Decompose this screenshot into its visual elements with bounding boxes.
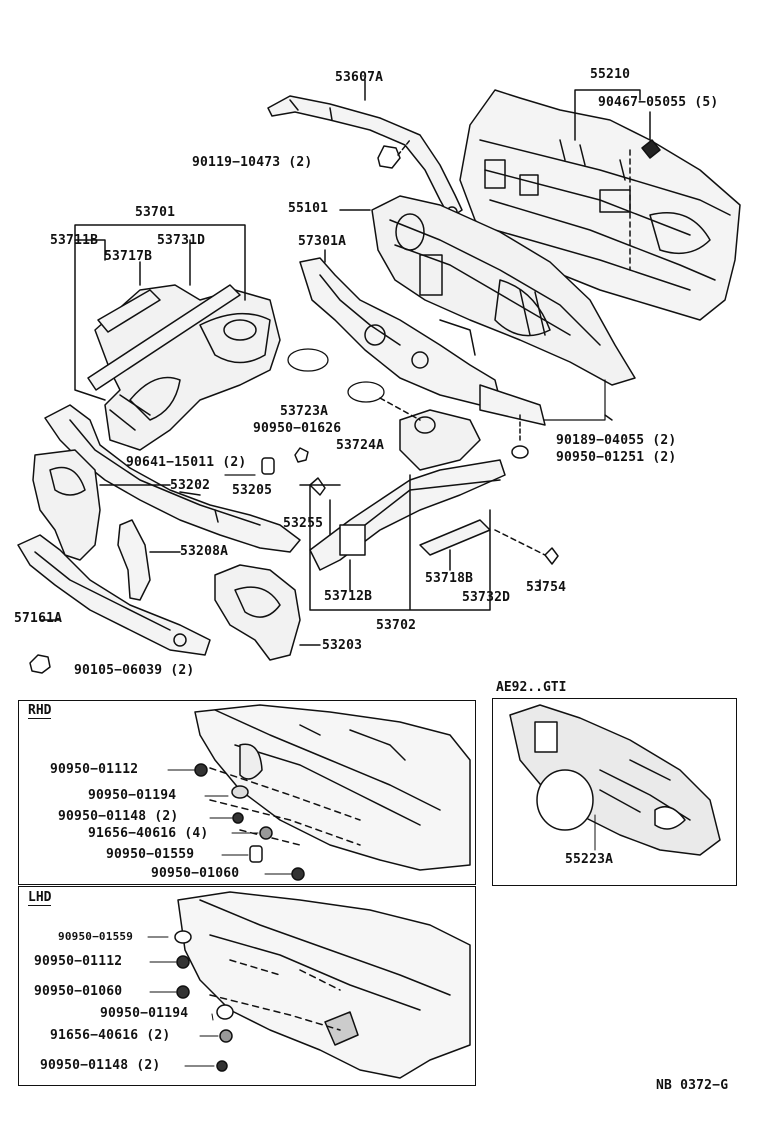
lhd-floor-shape xyxy=(177,891,471,1079)
member-53731D-shape xyxy=(87,284,241,391)
lhd-item-90950-01148: 90950−01148 (2) xyxy=(40,1058,161,1073)
headlamp-support-53203-shape xyxy=(214,564,301,661)
lhd-item-90950-01060: 90950−01060 xyxy=(34,984,123,999)
lhd-box xyxy=(18,886,476,1086)
member-53717B-shape xyxy=(97,289,161,333)
label-90467-05055: 90467−05055 (5) xyxy=(598,95,719,110)
label-90950-01626: 90950−01626 xyxy=(253,421,342,436)
label-53711B: 53711B xyxy=(50,233,99,248)
rhd-item-90950-01559: 90950−01559 xyxy=(106,847,195,862)
center-brace-53208A-shape xyxy=(117,519,151,601)
label-53723A: 53723A xyxy=(280,404,329,419)
rhd-floor-shape xyxy=(194,704,471,871)
lhd-item-90950-01112: 90950−01112 xyxy=(34,954,123,969)
spring-seat-53724A-shape xyxy=(414,416,436,434)
label-53701: 53701 xyxy=(135,205,176,220)
label-55223A: 55223A xyxy=(565,852,614,867)
label-53732D: 53732D xyxy=(462,590,511,605)
diagram-code: NB 0372−G xyxy=(656,1078,729,1093)
label-90641-15011: 90641−15011 (2) xyxy=(126,455,247,470)
gti-title: AE92..GTI xyxy=(496,680,567,695)
label-57301A: 57301A xyxy=(298,234,347,249)
spring-seat-53723A-shape xyxy=(287,348,329,372)
label-53202: 53202 xyxy=(170,478,211,493)
label-90105-06039: 90105−06039 (2) xyxy=(74,663,195,678)
lhd-item-90950-01194: 90950−01194 xyxy=(100,1006,189,1021)
gti-box xyxy=(492,698,737,886)
label-53607A: 53607A xyxy=(335,70,384,85)
panel-57301A-shape xyxy=(299,257,501,406)
label-90189-04055: 90189−04055 (2) xyxy=(556,433,677,448)
bolt-90467-icon xyxy=(641,139,661,159)
label-53731D: 53731D xyxy=(157,233,206,248)
bolt-53754-icon xyxy=(544,547,559,565)
rhd-item-90950-01112: 90950−01112 xyxy=(50,762,139,777)
label-53255: 53255 xyxy=(283,516,324,531)
rhd-item-90950-01148: 90950−01148 (2) xyxy=(58,809,179,824)
label-53203: 53203 xyxy=(322,638,363,653)
label-55101: 55101 xyxy=(288,201,329,216)
label-53702: 53702 xyxy=(376,618,417,633)
rhd-item-90950-01060: 90950−01060 xyxy=(151,866,240,881)
radiator-support-53202-shape xyxy=(44,404,301,553)
lhd-item-91656-40616: 91656−40616 (2) xyxy=(50,1028,171,1043)
label-57161A: 57161A xyxy=(14,611,63,626)
rhd-item-91656-40616: 91656−40616 (4) xyxy=(88,826,209,841)
rhd-item-90950-01194: 90950−01194 xyxy=(88,788,177,803)
lhd-title: LHD xyxy=(28,890,52,906)
dash-panel-55210-shape xyxy=(459,89,741,321)
rhd-title: RHD xyxy=(28,703,52,719)
label-53208A: 53208A xyxy=(180,544,229,559)
bolt-90119-icon xyxy=(377,145,401,169)
label-53718B: 53718B xyxy=(425,571,474,586)
bolt-90105-icon xyxy=(29,654,51,674)
rhd-box xyxy=(18,700,476,885)
gti-insulator-55223A-shape xyxy=(509,704,721,856)
label-53205: 53205 xyxy=(232,483,273,498)
label-90119-10473: 90119−10473 (2) xyxy=(192,155,313,170)
label-53712B: 53712B xyxy=(324,589,373,604)
lhd-item-90950-01559: 90950−01559 xyxy=(58,930,134,943)
dash-insulator-55101-shape xyxy=(371,195,636,386)
label-53754: 53754 xyxy=(526,580,567,595)
headlamp-support-left-shape xyxy=(32,449,101,561)
apron-53701-shape xyxy=(94,284,281,451)
label-90950-01251: 90950−01251 (2) xyxy=(556,450,677,465)
label-53724A: 53724A xyxy=(336,438,385,453)
label-53717B: 53717B xyxy=(104,249,153,264)
clip-90641-icon xyxy=(261,457,275,475)
label-55210: 55210 xyxy=(590,67,631,82)
